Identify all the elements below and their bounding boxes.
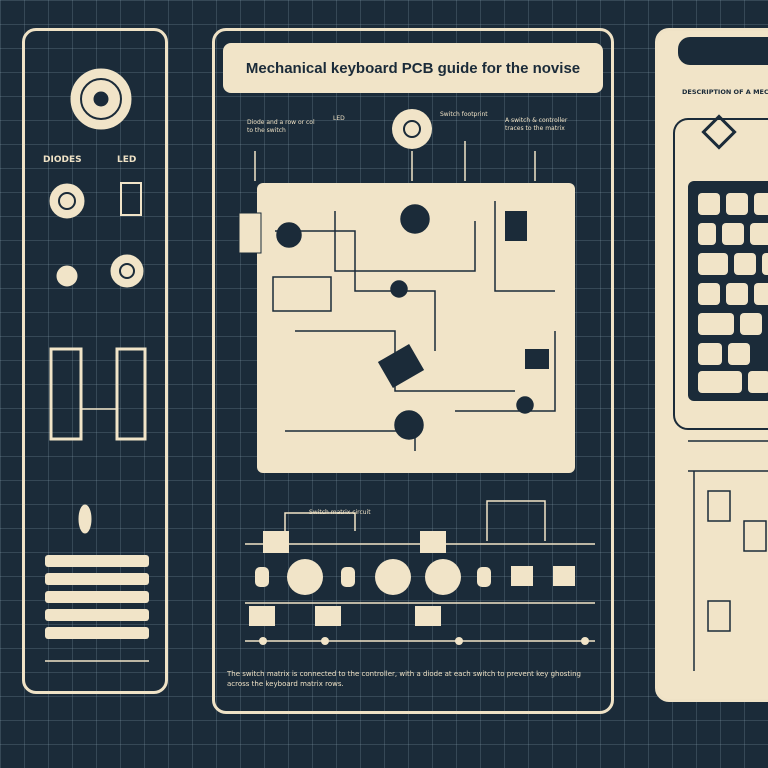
diodes-label: DIODES bbox=[43, 155, 82, 165]
schematic-components bbox=[249, 531, 589, 645]
stabilizer-icon bbox=[49, 347, 83, 441]
keycaps bbox=[698, 193, 768, 393]
switch-icon bbox=[701, 114, 737, 150]
chip-icon bbox=[525, 349, 549, 369]
components-drawing bbox=[45, 68, 149, 662]
led-icon bbox=[120, 182, 142, 216]
pcb-guide-panel: Mechanical keyboard PCB guide for the no… bbox=[212, 28, 614, 714]
components-panel: DIODES LED bbox=[22, 28, 168, 694]
keyboard-drawing bbox=[673, 114, 768, 671]
chip-icon bbox=[505, 211, 527, 241]
header-bar bbox=[678, 37, 768, 65]
annotation-diode: Diode and a row or col to the switch bbox=[247, 119, 315, 134]
footer-text: The switch matrix is connected to the co… bbox=[227, 670, 581, 688]
controller-chip-icon bbox=[377, 344, 425, 388]
schematic bbox=[688, 440, 768, 671]
annotation-controller: A switch & controller traces to the matr… bbox=[505, 117, 568, 132]
annotation-led: LED bbox=[333, 115, 345, 122]
keyboard-panel: DESCRIPTION OF A MEC bbox=[655, 28, 768, 702]
annotation-switch: Switch footprint bbox=[440, 111, 488, 118]
title-bar: Mechanical keyboard PCB guide for the no… bbox=[223, 43, 603, 93]
drop-icon bbox=[78, 504, 92, 534]
component-icon bbox=[56, 265, 78, 287]
switch-icon bbox=[392, 109, 432, 149]
diode-disc-icon bbox=[49, 183, 85, 219]
page-title: Mechanical keyboard PCB guide for the no… bbox=[245, 59, 581, 77]
component-disc-icon bbox=[110, 254, 144, 288]
keyboard-heading: DESCRIPTION OF A MEC bbox=[682, 88, 768, 96]
keycap-grid bbox=[45, 555, 149, 639]
stabilizer-icon bbox=[115, 347, 147, 441]
usb-port-icon bbox=[238, 212, 262, 254]
pcb-drawing bbox=[238, 109, 595, 645]
led-label: LED bbox=[117, 155, 137, 165]
